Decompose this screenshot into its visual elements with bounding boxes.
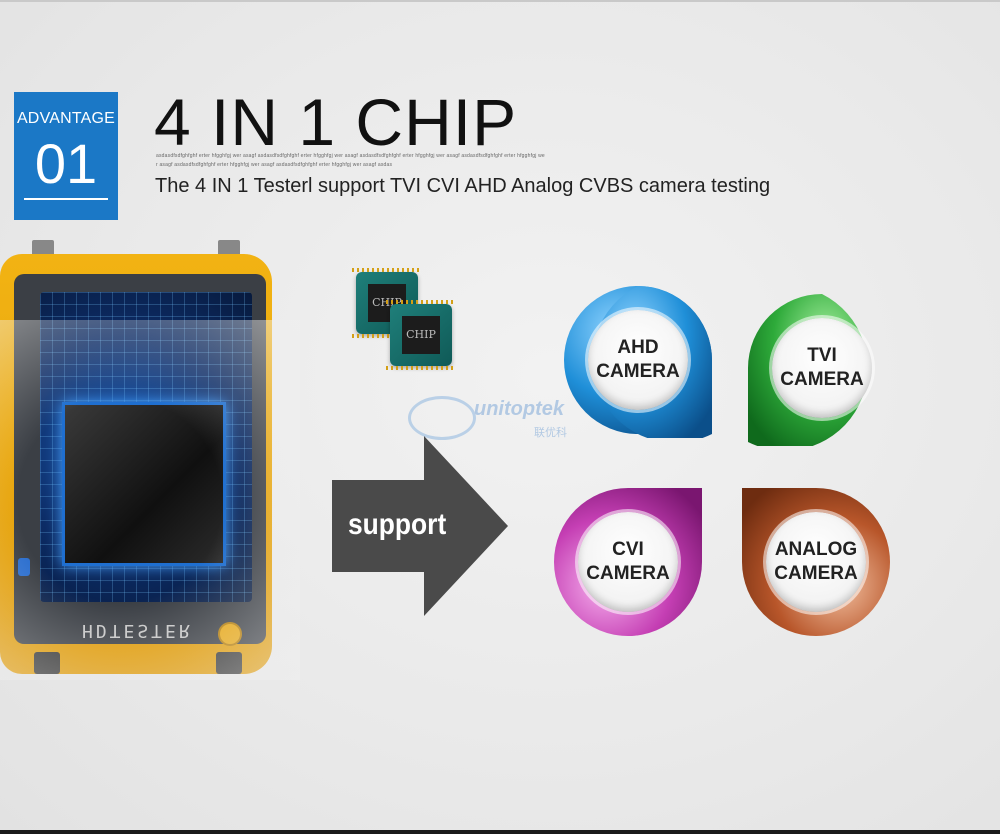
page-subtitle: The 4 IN 1 Testerl support TVI CVI AHD A… bbox=[155, 175, 771, 197]
device-foot bbox=[34, 652, 60, 674]
analog-camera-label: ANALOG CAMERA bbox=[774, 539, 858, 584]
fine-print-text: asdasdfsdfghfghf erter hfgghfgj wer asag… bbox=[156, 153, 545, 168]
brand-watermark: unitoptek 联优科 bbox=[408, 392, 598, 442]
cvi-camera-disc: CVI CAMERA bbox=[578, 512, 678, 612]
bottom-divider bbox=[0, 830, 1000, 834]
device-side-button bbox=[18, 558, 30, 576]
advantage-number: 01 bbox=[24, 134, 108, 200]
watermark-cn-text: 联优科 bbox=[534, 427, 567, 439]
chip-core-label: CHIP bbox=[402, 316, 440, 354]
device-top-tab bbox=[218, 240, 240, 258]
hd-tester-device-image: HDTESTER bbox=[0, 240, 300, 680]
advantage-label: ADVANTAGE bbox=[16, 110, 116, 127]
tvi-camera-label: TVI CAMERA bbox=[780, 345, 864, 390]
cvi-camera-label: CVI CAMERA bbox=[586, 539, 670, 584]
watermark-logo-icon bbox=[408, 396, 476, 440]
ahd-camera-badge: AHD CAMERA bbox=[560, 282, 716, 438]
support-label: support bbox=[348, 508, 447, 541]
device-brand-label: HDTESTER bbox=[82, 620, 193, 641]
tvi-camera-badge: TVI CAMERA bbox=[744, 290, 900, 446]
ahd-camera-label: AHD CAMERA bbox=[596, 337, 680, 382]
page-title: 4 IN 1 CHIP bbox=[154, 85, 518, 159]
device-top-tab bbox=[32, 240, 54, 258]
analog-camera-badge: ANALOG CAMERA bbox=[738, 484, 894, 640]
support-arrow-icon bbox=[332, 436, 508, 616]
device-foot bbox=[216, 652, 242, 674]
chip-icon: CHIP bbox=[386, 300, 456, 370]
device-chip-icon bbox=[62, 402, 226, 566]
arrow-shape bbox=[332, 436, 508, 616]
ahd-camera-disc: AHD CAMERA bbox=[588, 310, 688, 410]
watermark-text: unitoptek bbox=[474, 398, 564, 420]
power-icon bbox=[218, 622, 242, 646]
tvi-camera-disc: TVI CAMERA bbox=[772, 318, 872, 418]
cvi-camera-badge: CVI CAMERA bbox=[550, 484, 706, 640]
analog-camera-disc: ANALOG CAMERA bbox=[766, 512, 866, 612]
advantage-badge: ADVANTAGE 01 bbox=[14, 92, 118, 220]
top-divider bbox=[0, 0, 1000, 2]
